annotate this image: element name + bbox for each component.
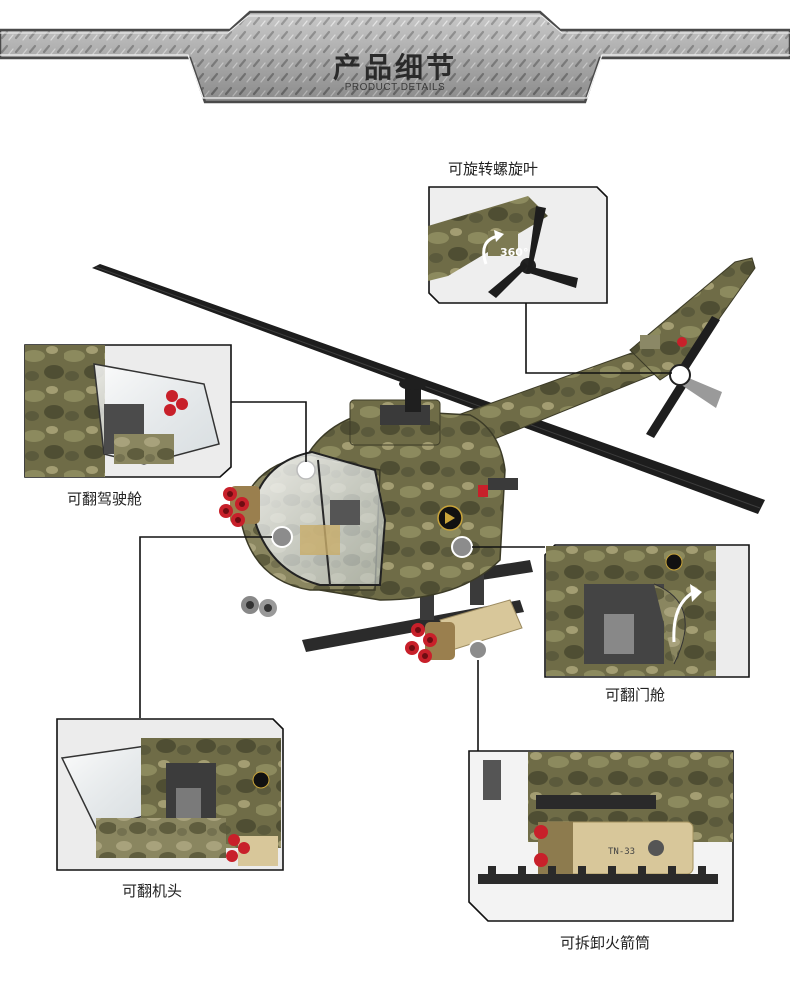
page-title: 产品细节	[332, 51, 457, 84]
launcher-stamp: TN-33	[608, 847, 635, 857]
nose-sensor	[241, 596, 277, 617]
diamond-plate-banner	[0, 10, 790, 104]
caption-rotating-blade: 可旋转螺旋叶	[448, 160, 539, 178]
detail-rocket-launcher: TN-33	[468, 750, 734, 922]
rotate-360-badge: 360°	[500, 246, 528, 259]
marker-cockpit	[296, 460, 316, 480]
marker-nose	[271, 526, 293, 548]
leader-lines	[139, 300, 672, 752]
rocket-pod-right	[405, 599, 523, 663]
page-subtitle: PRODUCT DETAILS	[344, 82, 446, 93]
tail-rotor	[646, 316, 722, 438]
marker-door	[451, 536, 473, 558]
canopy-glass	[250, 450, 387, 586]
caption-rocket-launcher: 可拆卸火箭筒	[560, 934, 651, 952]
detail-nose	[56, 718, 284, 871]
caption-nose: 可翻机头	[122, 882, 183, 900]
rocket-pod-left	[219, 486, 260, 527]
detail-door	[544, 544, 750, 678]
caption-door: 可翻门舱	[605, 686, 666, 704]
main-rotor-blade	[92, 264, 765, 514]
detail-tail-rotor: 360°	[428, 186, 608, 304]
header-banner	[0, 0, 790, 105]
caption-cockpit: 可翻驾驶舱	[67, 490, 143, 508]
detail-cockpit	[24, 344, 232, 478]
marker-rocket	[468, 640, 488, 660]
